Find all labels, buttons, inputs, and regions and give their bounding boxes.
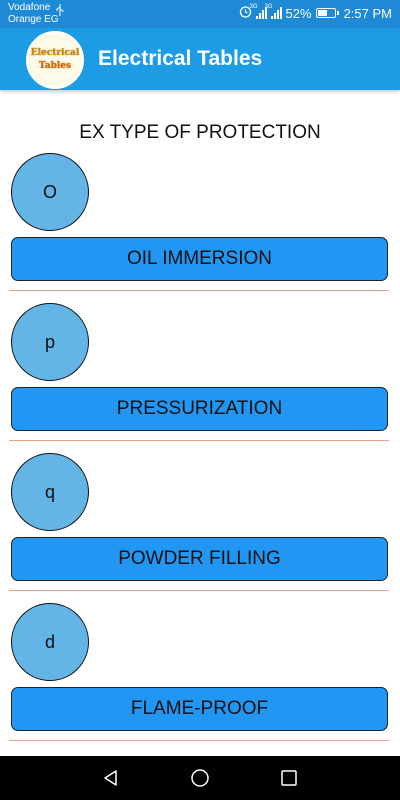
protection-name-button[interactable]: FLAME-PROOF	[11, 687, 388, 731]
list-item: O OIL IMMERSION	[0, 153, 400, 303]
logo-text-line2: Tables	[38, 61, 72, 71]
battery-percent: 52%	[285, 5, 312, 21]
app-bar: Electrical Tables Electrical Tables	[0, 28, 400, 90]
protection-code-badge: O	[11, 153, 89, 231]
usb-icon	[56, 4, 64, 19]
status-bar: Vodafone Orange EG 3G 3G 52% 2:57 PM	[0, 0, 400, 28]
list-item: p PRESSURIZATION	[0, 303, 400, 453]
carrier-info: Vodafone Orange EG	[8, 2, 59, 26]
status-icons: 3G 3G 52% 2:57 PM	[239, 4, 392, 21]
carrier-name: Vodafone	[8, 2, 51, 13]
protection-name-button[interactable]: OIL IMMERSION	[11, 237, 388, 281]
divider	[9, 440, 389, 441]
signal-icon: 3G	[250, 4, 267, 19]
recents-icon[interactable]	[276, 765, 302, 791]
network-type-label: 3G	[249, 4, 258, 10]
divider	[9, 740, 389, 741]
app-logo: Electrical Tables	[26, 31, 84, 89]
carrier-name-secondary: Orange EG	[8, 14, 59, 25]
app-title: Electrical Tables	[98, 47, 263, 70]
divider	[9, 590, 389, 591]
protection-name-button[interactable]: POWDER FILLING	[11, 537, 388, 581]
logo-text-line1: Electrical	[30, 48, 80, 58]
back-icon[interactable]	[98, 765, 124, 791]
list-item: q POWDER FILLING	[0, 453, 400, 603]
divider	[9, 290, 389, 291]
protection-code-badge: d	[11, 603, 89, 681]
battery-icon	[315, 8, 339, 18]
list-item: d FLAME-PROOF	[0, 603, 400, 753]
network-type-label: 3G	[264, 4, 273, 10]
system-nav-bar	[0, 756, 400, 800]
protection-list-content[interactable]: EX TYPE OF PROTECTION O OIL IMMERSION p …	[0, 90, 400, 756]
protection-name-button[interactable]: PRESSURIZATION	[11, 387, 388, 431]
signal-icon: 3G	[265, 4, 282, 19]
clock: 2:57 PM	[343, 5, 392, 21]
alarm-icon	[239, 5, 252, 21]
home-icon[interactable]	[187, 765, 213, 791]
protection-code-badge: p	[11, 303, 89, 381]
protection-code-badge: q	[11, 453, 89, 531]
page-title: EX TYPE OF PROTECTION	[79, 122, 321, 143]
